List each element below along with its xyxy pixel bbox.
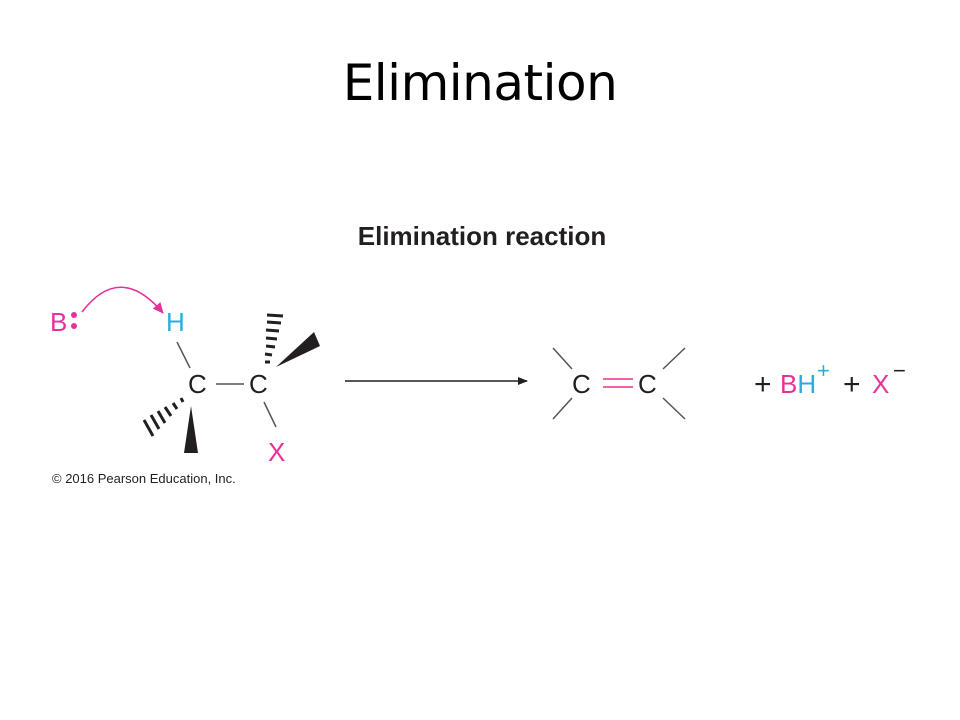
bh-base: B — [780, 369, 797, 399]
product-carbon-left-label: C — [572, 369, 591, 399]
slide-title: Elimination — [342, 54, 618, 112]
curved-arrow-icon — [81, 286, 164, 314]
leaving-group-label: X — [268, 437, 285, 467]
solid-wedge-left — [184, 406, 198, 453]
bh-hydrogen: H — [797, 369, 816, 399]
carbon-left-label: C — [188, 369, 207, 399]
hashed-wedge-right — [264, 313, 284, 364]
alkene-substituent-bonds — [552, 347, 686, 420]
solid-wedge-right — [276, 332, 320, 367]
figure-heading: Elimination reaction — [358, 221, 607, 251]
copyright-text: © 2016 Pearson Education, Inc. — [52, 471, 236, 486]
carbon-right-label: C — [249, 369, 268, 399]
h-c-bond — [176, 341, 191, 369]
bh-label: BH — [780, 369, 816, 399]
product-carbon-right-label: C — [638, 369, 657, 399]
plus-sign-2: + — [843, 368, 861, 401]
hydrogen-label: H — [166, 307, 185, 337]
c-c-double-bond — [603, 378, 633, 388]
x-ion-label: X — [872, 369, 889, 399]
c-x-bond — [263, 401, 277, 428]
base-label: B — [50, 307, 67, 337]
lone-pair-dots — [71, 312, 77, 329]
plus-sign-1: + — [754, 368, 772, 401]
hashed-wedge-left — [142, 397, 185, 437]
x-ion-charge: − — [893, 358, 906, 383]
bh-charge: + — [817, 358, 830, 383]
